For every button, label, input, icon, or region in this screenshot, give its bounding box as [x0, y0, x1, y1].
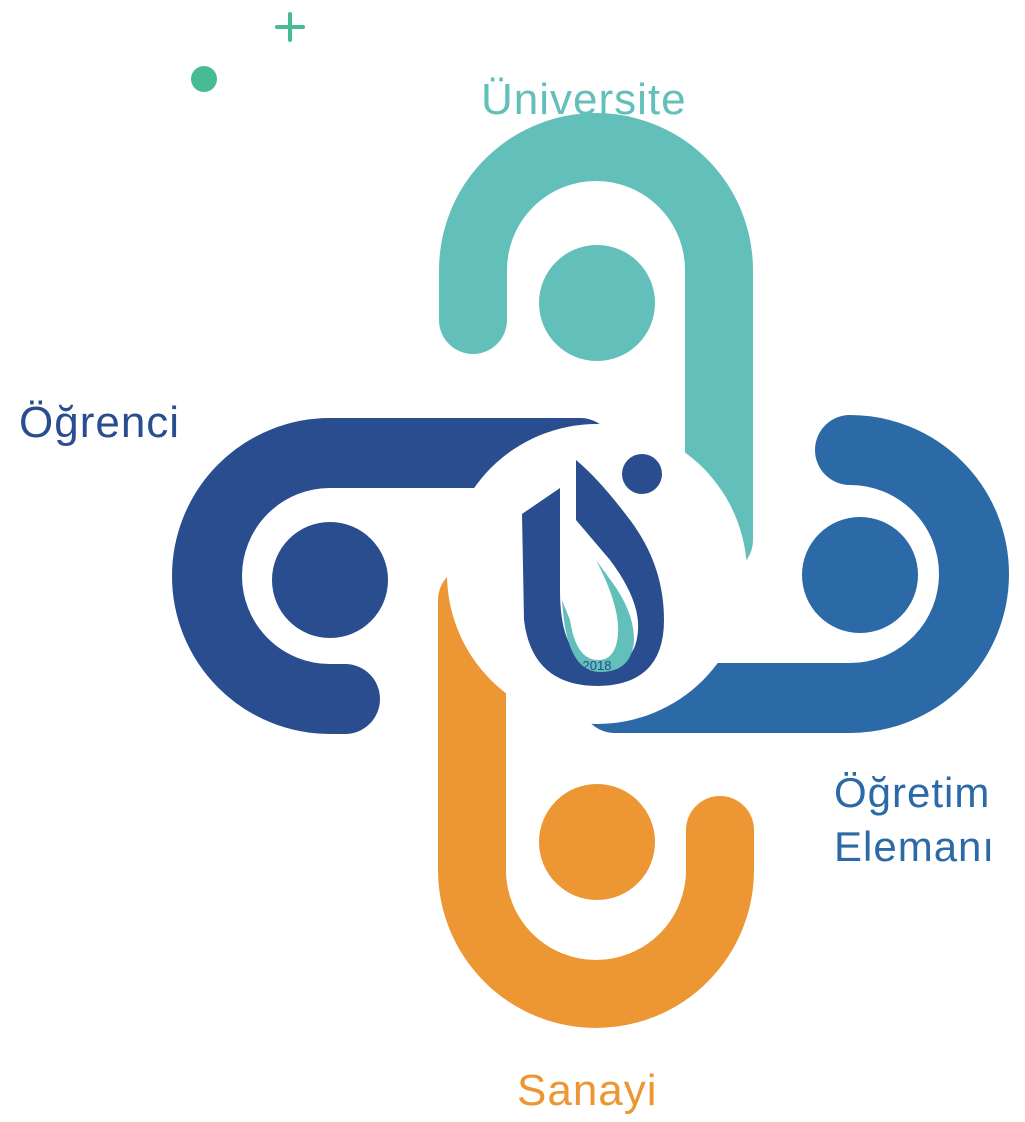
- logo-dot: [622, 454, 662, 494]
- faculty-arm: [580, 415, 1009, 733]
- student-head: [272, 522, 388, 638]
- logo-ribbon: [562, 560, 634, 672]
- center-logo: 2018: [522, 454, 664, 686]
- university-arm: [439, 113, 753, 574]
- logo-year: 2018: [583, 658, 612, 673]
- industry-arm-band: [438, 566, 754, 1028]
- student-label: Öğrenci: [19, 398, 181, 447]
- student-arm-band: [172, 418, 615, 734]
- plus-icon: [273, 10, 307, 44]
- university-label: Üniversite: [481, 75, 687, 124]
- logo-shield: [522, 460, 664, 686]
- university-arm-band: [439, 113, 753, 574]
- center-disc: [447, 424, 747, 724]
- dot-icon: [191, 66, 217, 92]
- industry-head: [539, 784, 655, 900]
- industry-label: Sanayi: [517, 1066, 658, 1115]
- faculty-arm-band: [580, 415, 1009, 733]
- faculty-label: Öğretim Elemanı: [834, 766, 995, 874]
- faculty-head: [802, 517, 918, 633]
- industry-arm: [438, 566, 754, 1028]
- faculty-label-line1: Öğretim: [834, 769, 991, 816]
- faculty-label-line2: Elemanı: [834, 823, 996, 870]
- student-arm: [172, 418, 615, 734]
- university-head: [539, 245, 655, 361]
